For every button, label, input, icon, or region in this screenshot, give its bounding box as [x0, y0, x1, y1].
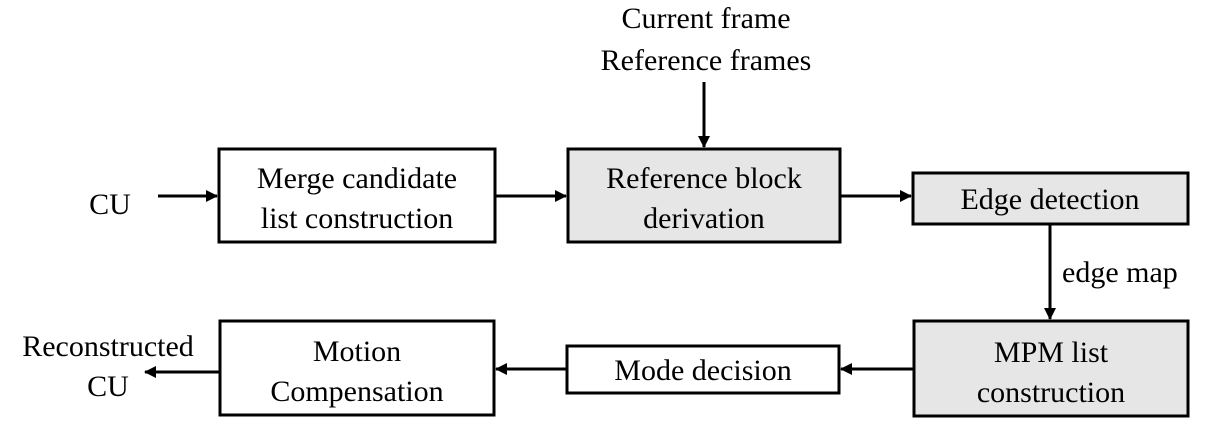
node-edge-detection: Edge detection	[911, 171, 1190, 226]
output-cu-label: CU	[87, 370, 129, 403]
node-mpm-list-construction: MPM list construction	[912, 319, 1190, 418]
output-reconstructed-label: Reconstructed	[22, 330, 194, 363]
node-refblock-box	[566, 147, 842, 244]
input-reference-frames-label: Reference frames	[601, 44, 812, 77]
node-merge-line1: Merge candidate	[257, 162, 457, 195]
node-mpm-line1: MPM list	[994, 336, 1109, 369]
input-current-frame-label: Current frame	[621, 2, 790, 35]
node-merge-candidate-list: Merge candidate list construction	[217, 147, 497, 244]
node-merge-box	[217, 147, 497, 244]
node-motion-line1: Motion	[313, 335, 401, 368]
node-motion-line2: Compensation	[270, 375, 443, 408]
node-motion-box	[218, 319, 496, 417]
input-cu-label: CU	[89, 188, 131, 221]
node-refblock-line1: Reference block	[606, 162, 802, 195]
node-refblock-line2: derivation	[643, 202, 765, 235]
node-mpm-box	[912, 319, 1190, 418]
node-mode-line1: Mode decision	[614, 354, 791, 387]
node-mode-box	[565, 344, 841, 395]
node-mode-decision: Mode decision	[565, 344, 841, 395]
node-motion-compensation: Motion Compensation	[218, 319, 496, 417]
node-mpm-line2: construction	[977, 376, 1125, 409]
node-edge-box	[911, 171, 1190, 226]
node-edge-line1: Edge detection	[960, 183, 1139, 216]
node-merge-line2: list construction	[261, 202, 453, 235]
edge-label-edge-map: edge map	[1062, 256, 1178, 289]
node-reference-block-derivation: Reference block derivation	[566, 147, 842, 244]
